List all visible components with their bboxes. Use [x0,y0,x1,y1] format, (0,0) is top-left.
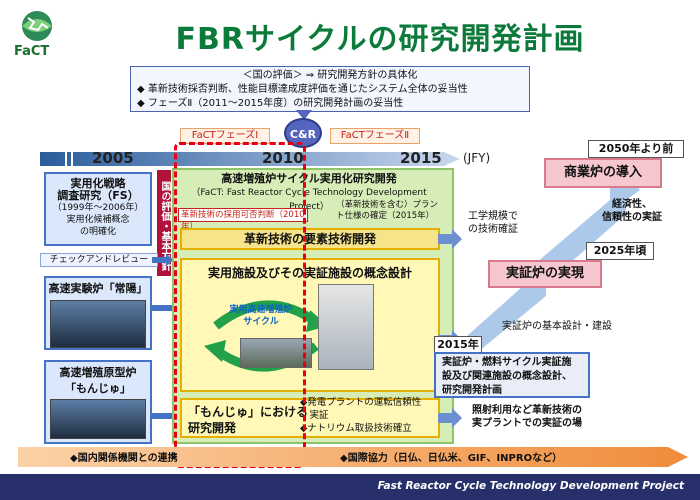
monju-item: ◆ナトリウム取扱技術確立 [300,423,412,434]
fs-line: 実用化戦略 [70,177,126,190]
footer-bar [0,474,700,500]
review-item: ◆ 革新技術採否判断、性能目標達成度評価を通じたシステム全体の妥当性 [137,84,468,95]
eco-line: 経済性、 [612,199,652,210]
monju-proto-label: 高速増殖原型炉 [59,366,137,379]
monju-research-title: 「もんじゅ」における 研究開発 [188,404,308,436]
monju-research-items: ◆発電プラントの運転信頼性 実証 ◆ナトリウム取扱技術確立 [300,396,421,435]
engineering-line: 工学規模で [468,211,518,222]
fact-project-heading: 高速増殖炉サイクル実用化研究開発 （FaCT: Fast Reactor Cyc… [176,172,442,214]
demo-design-line: 設及び関連施設の概念設計、 [442,371,572,382]
commercial-reactor-box: 商業炉の導入 [544,158,662,188]
down-arrow-icon [296,110,312,120]
fact-logo-icon [22,11,52,41]
fact-project-subtitle: （FaCT: Fast Reactor Cycle Technology Dev… [191,188,427,212]
demo-design-line: 研究開発計画 [442,385,502,396]
concept-design-title: 実用施設及びその実証施設の概念設計 [207,266,412,280]
joyo-photo [50,300,146,348]
international-cooperation: ◆国際協力（日仏、日仏米、GIF、INPROなど） [340,453,563,464]
economy-reliability-note: 経済性、 信頼性の実証 [602,198,662,224]
monju-prototype-box: 高速増殖原型炉 「もんじゅ」 [44,360,152,444]
irradiation-note: 照射利用など革新技術の 実プラントでの実証の場 [472,404,582,430]
demo-design-line: 実証炉・燃料サイクル実証施 [442,357,572,368]
fs-period: （1999年～2006年） [52,203,144,213]
domestic-cooperation: ◆国内関係機関との連携 [70,453,178,464]
footer-text: Fast Reactor Cycle Technology Developmen… [377,480,684,492]
feasibility-study-box: 実用化戦略 調査研究（FS） （1999年～2006年） 実用化候補概念 の明確… [44,172,152,246]
fs-line: 調査研究（FS） [57,189,139,202]
monju-proto-label: 「もんじゅ」 [65,382,131,395]
right-arrow-icon [152,254,174,266]
cycle-label-line: サイクル [243,317,279,327]
logo-text: FaCT [14,44,50,59]
fiscal-year-unit: (JFY) [463,151,491,165]
irradiation-line: 照射利用など革新技術の [472,405,582,416]
year-2050-tag: 2050年より前 [588,140,684,158]
adoption-judgment-note: 革新技術の採用可否判断（2010年） [178,208,308,232]
monju-item: 実証 [300,410,329,421]
monju-title-line: 「もんじゅ」における [188,405,309,419]
plant-spec-note: （革新技術を含む）プラント仕様の確定（2015年） [336,200,439,221]
basic-design-note: 実証炉の基本設計・建設 [502,321,612,332]
phase-1-dashed-frame [174,142,306,468]
monju-title-line: 研究開発 [188,421,237,435]
check-and-review-label: チェックアンドレビュー [40,253,158,267]
fs-line: 実用化候補概念 [66,215,130,225]
fact-project-title: 高速増殖炉サイクル実用化研究開発 [221,172,397,185]
engineering-scale-note: 工学規模で の技術確証 [468,210,518,236]
joyo-box: 高速実験炉「常陽」 [44,276,152,350]
right-arrow-icon [438,229,462,249]
plant-photo [240,338,312,368]
element-tech-dev-bar: 革新技術の要素技術開発 [180,228,440,250]
engineering-line: の技術確証 [468,224,518,235]
cycle-label-line: 実用高速増殖炉 [229,305,293,315]
gov-review-vertical-bar: 国の評価・基本方針 [157,170,171,276]
joyo-label: 高速実験炉「常陽」 [48,282,148,295]
irradiation-line: 実プラントでの実証の場 [472,418,582,429]
year-2010: 2010 [262,149,304,167]
cooperation-arrow [18,447,688,467]
year-2015: 2015 [400,149,442,167]
page-title: FBRサイクルの研究開発計画 [175,22,585,57]
reactor-diagram-image [318,284,374,370]
monju-research-box [180,398,440,438]
review-item: ◆ フェーズⅡ（2011～2015年度）の研究開発計画の妥当性 [137,98,404,109]
cycle-label: 実用高速増殖炉 サイクル [226,304,296,328]
review-heading: ＜国の評価＞ ⇒ 研究開発方針の具体化 [242,70,418,81]
eco-line: 信頼性の実証 [602,212,662,223]
timeline-arrow [40,152,460,166]
demo-reactor-box: 実証炉の実現 [488,260,602,288]
fs-line: の明確化 [79,227,116,237]
monju-item: ◆発電プラントの運転信頼性 [300,397,422,408]
demo-design-box: 実証炉・燃料サイクル実証施 設及び関連施設の概念設計、 研究開発計画 [434,352,590,398]
monju-photo [50,399,146,439]
year-2025-tag: 2025年頃 [586,242,654,260]
government-review-box: ＜国の評価＞ ⇒ 研究開発方針の具体化 ◆ 革新技術採否判断、性能目標達成度評価… [130,66,530,112]
year-2005: 2005 [92,149,134,167]
right-arrow-icon [438,408,462,428]
phase-2-label: FaCTフェーズⅡ [330,128,420,144]
